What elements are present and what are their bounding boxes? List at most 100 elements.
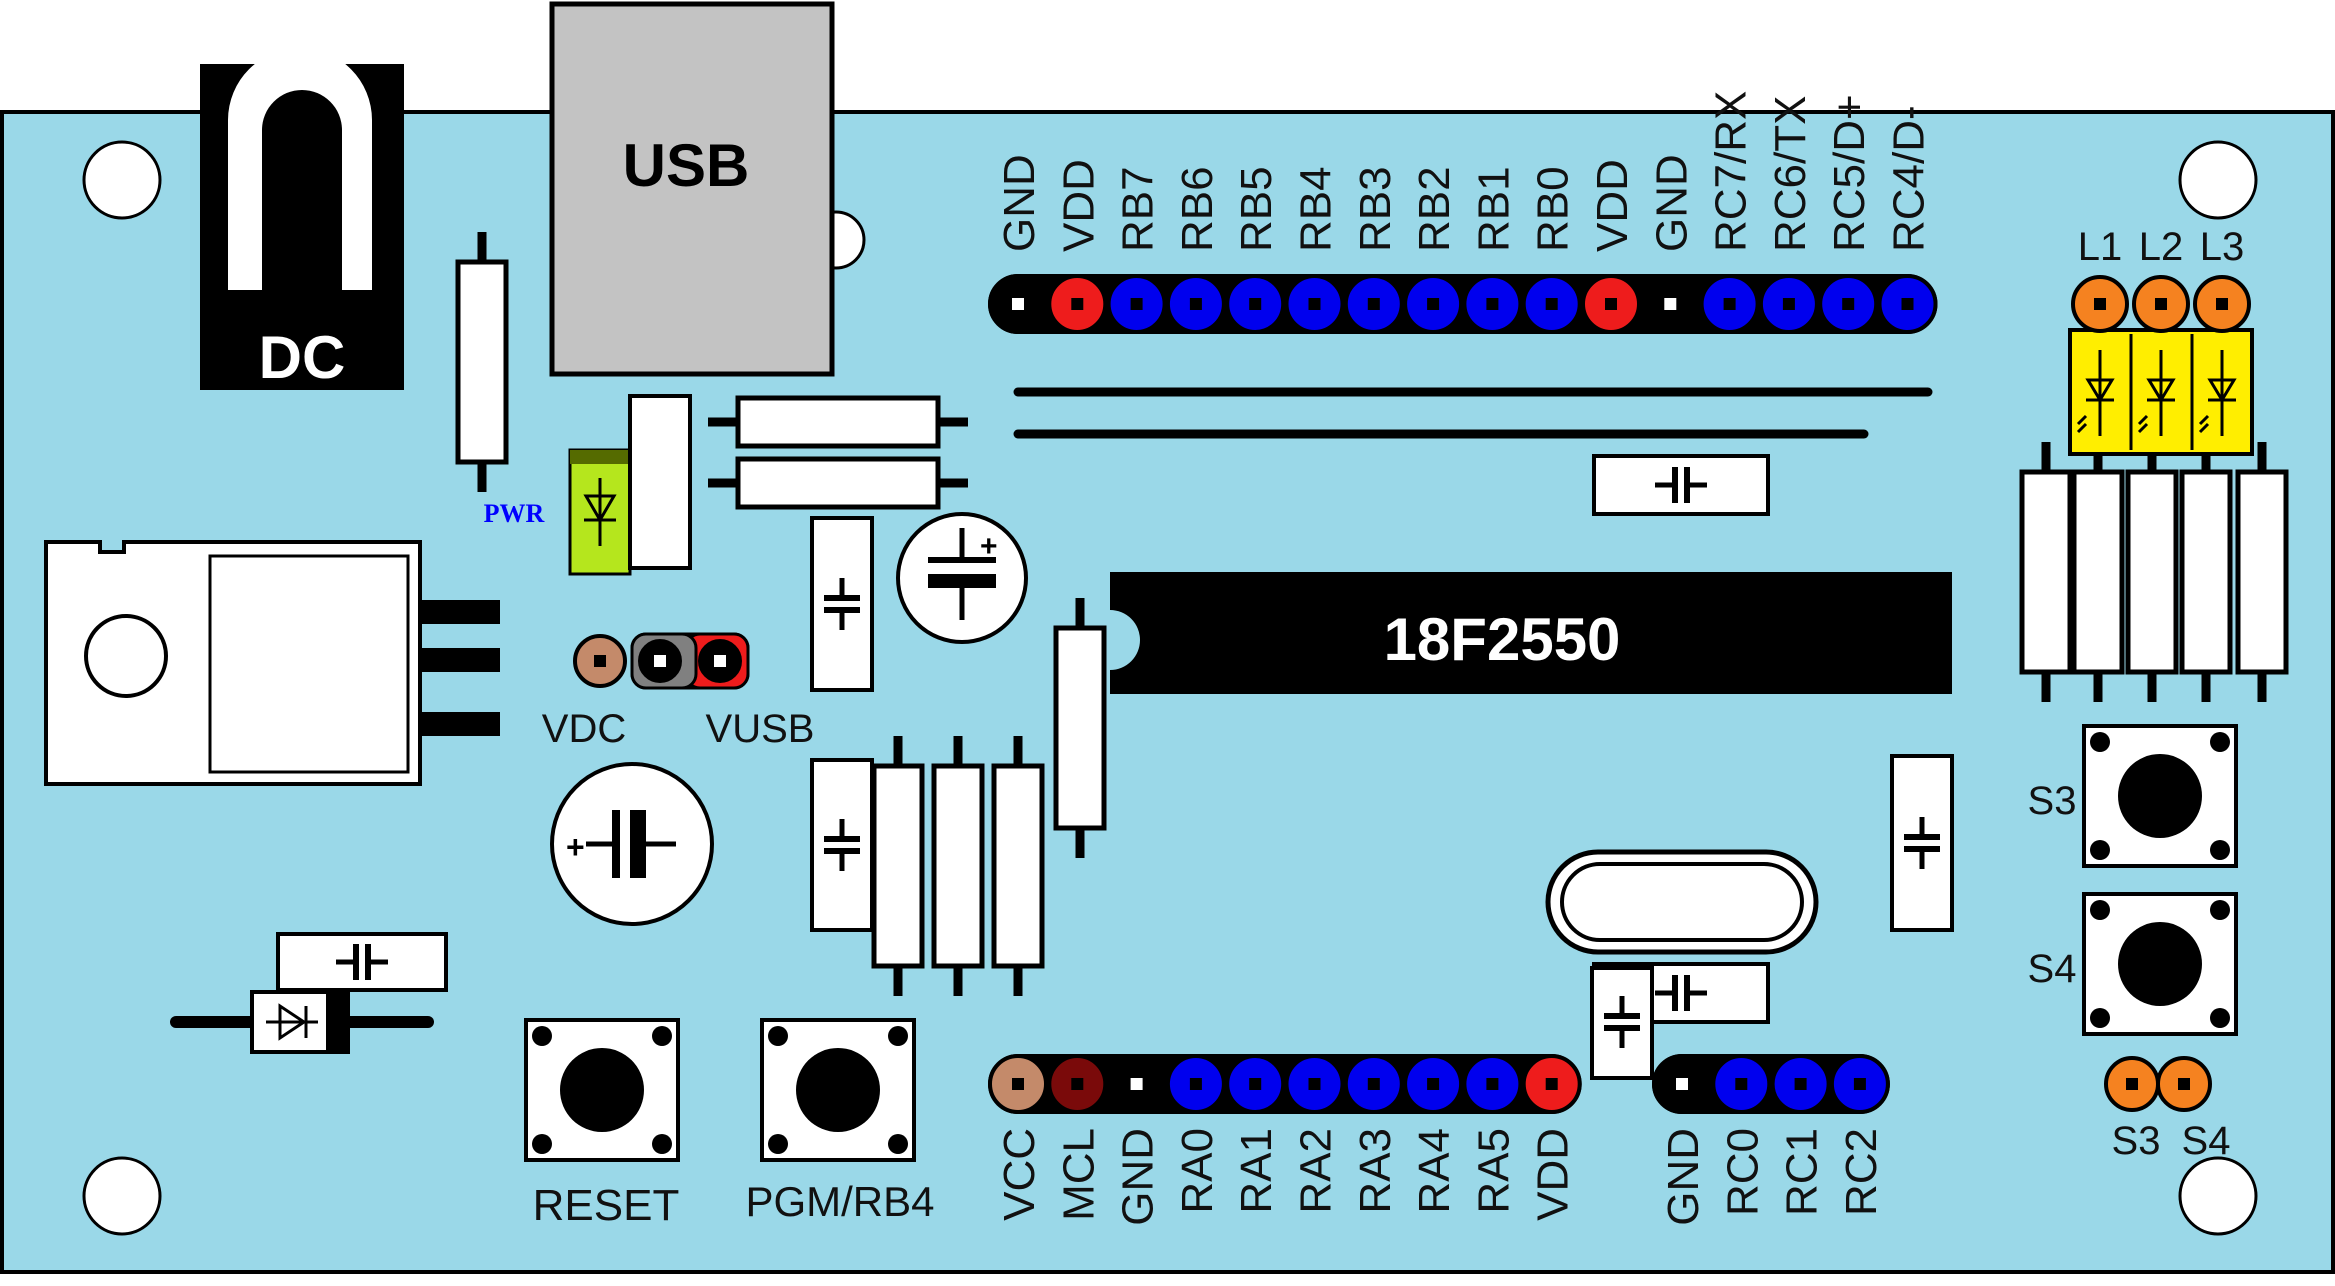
pin-hole-icon [1735,1078,1748,1090]
resistor-r4 [874,736,922,996]
pin-hole-icon [1367,298,1380,310]
resistor-r3 [708,459,968,507]
pin-hole-icon [1545,1078,1558,1090]
ceramic-capacitor-c5 [1592,454,1770,516]
pin-hole-icon [1012,298,1024,310]
pgm-button[interactable]: PGM/RB4 [745,1018,935,1225]
resistor-r5 [934,736,982,996]
pin-hole-icon [1794,1078,1807,1090]
microcontroller-18f2550: 18F2550 [1110,572,1952,694]
voltage-regulator [44,540,500,786]
reset-button[interactable]: RESET [524,1018,680,1230]
reset-label: RESET [533,1181,680,1230]
pin-hole-icon [1012,1078,1024,1090]
top-pin-label: RB7 [1114,166,1163,252]
switch-header: S3 S4 [2104,1056,2230,1163]
pin-hole-icon [1071,1078,1084,1090]
top-pin-label: RC5/D+ [1825,94,1874,252]
s3-pin-label: S3 [2112,1119,2161,1163]
top-pin-label: RB2 [1410,166,1459,252]
ceramic-capacitor-c9 [276,932,448,992]
bottom-pin-label: GND [1114,1128,1163,1226]
ceramic-capacitor-c4 [810,758,874,932]
top-pin-label: RC6/TX [1766,96,1815,252]
pin-hole-icon [2216,298,2228,310]
pin-hole-icon [654,655,666,667]
pin-hole-icon [1249,1078,1262,1090]
vdc-label: VDC [542,707,626,751]
s3-button[interactable]: S3 [2028,724,2238,868]
bottom-right-pin-label: GND [1659,1128,1708,1226]
led-icon [2068,334,2115,450]
pin-hole-icon [1723,298,1736,310]
pin-hole-icon [1427,1078,1440,1090]
resistor-r6 [994,736,1042,996]
pin-hole-icon [1545,298,1558,310]
s4-button[interactable]: S4 [2028,892,2238,1036]
pin-hole-icon [1249,298,1262,310]
svg-text:+: + [566,829,585,865]
pin-hole-icon [1486,298,1499,310]
resistor-r12 [2238,442,2286,702]
top-pin-label: RB1 [1469,166,1518,252]
led-bank [2068,328,2254,456]
bottom-pin-label: RA5 [1469,1128,1518,1214]
top-pin-label: RB3 [1351,166,1400,252]
resistor-r9 [2074,442,2122,702]
bottom-pin-label: VDD [1529,1128,1578,1221]
s3-button-label: S3 [2028,779,2077,823]
dc-jack: DC [200,48,404,391]
pin-hole-icon [1901,298,1914,310]
pin-hole-icon [1189,1078,1202,1090]
crystal-oscillator [1545,849,1819,955]
pin-hole-icon [1486,1078,1499,1090]
vusb-label: VUSB [706,707,815,751]
resistor-r7 [1056,598,1104,858]
top-pin-label: RB6 [1173,166,1222,252]
dc-label: DC [259,324,346,391]
ceramic-capacitor-c8 [1590,966,1654,1080]
pin-hole-icon [1842,298,1855,310]
pin-hole-icon [1308,1078,1321,1090]
pgm-label: PGM/RB4 [745,1178,934,1225]
pin-hole-icon [1130,298,1143,310]
pin-hole-icon [1782,298,1795,310]
top-pin-label: RB4 [1292,166,1341,252]
power-select-jumper: VDC VUSB [542,632,815,751]
pin-hole-icon [1605,298,1617,310]
led-pin-label: L2 [2139,225,2184,269]
led-pin-label: L1 [2078,225,2123,269]
pin-hole-icon [1308,298,1321,310]
bottom-right-pin-label: RC2 [1837,1128,1886,1216]
bottom-pin-label: VCC [995,1128,1044,1221]
pwr-led: PWR [484,394,692,576]
ceramic-capacitor-c3 [810,516,874,692]
electrolytic-capacitor-c2: + [896,512,1028,644]
top-pin-label: GND [995,154,1044,252]
led-icon [2190,334,2237,450]
bottom-pin-label: RA0 [1173,1128,1222,1214]
bottom-pin-label: RA4 [1410,1128,1459,1214]
usb-label: USB [623,132,750,199]
pin-hole-icon [714,655,726,667]
electrolytic-capacitor-c1: + [550,762,714,926]
bottom-right-pin-label: RC1 [1778,1128,1827,1216]
top-pin-label: RB5 [1232,166,1281,252]
resistor-r1 [458,232,506,492]
pin-hole-icon [1676,1078,1688,1090]
usb-connector: USB [549,1,835,377]
top-pin-label: RC4/D- [1885,105,1934,252]
pin-hole-icon [2094,298,2106,310]
top-pin-label: GND [1647,154,1696,252]
pin-hole-icon [1853,1078,1866,1090]
pin-hole-icon [594,655,606,667]
pin-hole-icon [1367,1078,1380,1090]
resistor-r10 [2128,442,2176,702]
resistor-r2 [708,398,968,446]
top-pin-label: VDD [1054,159,1103,252]
